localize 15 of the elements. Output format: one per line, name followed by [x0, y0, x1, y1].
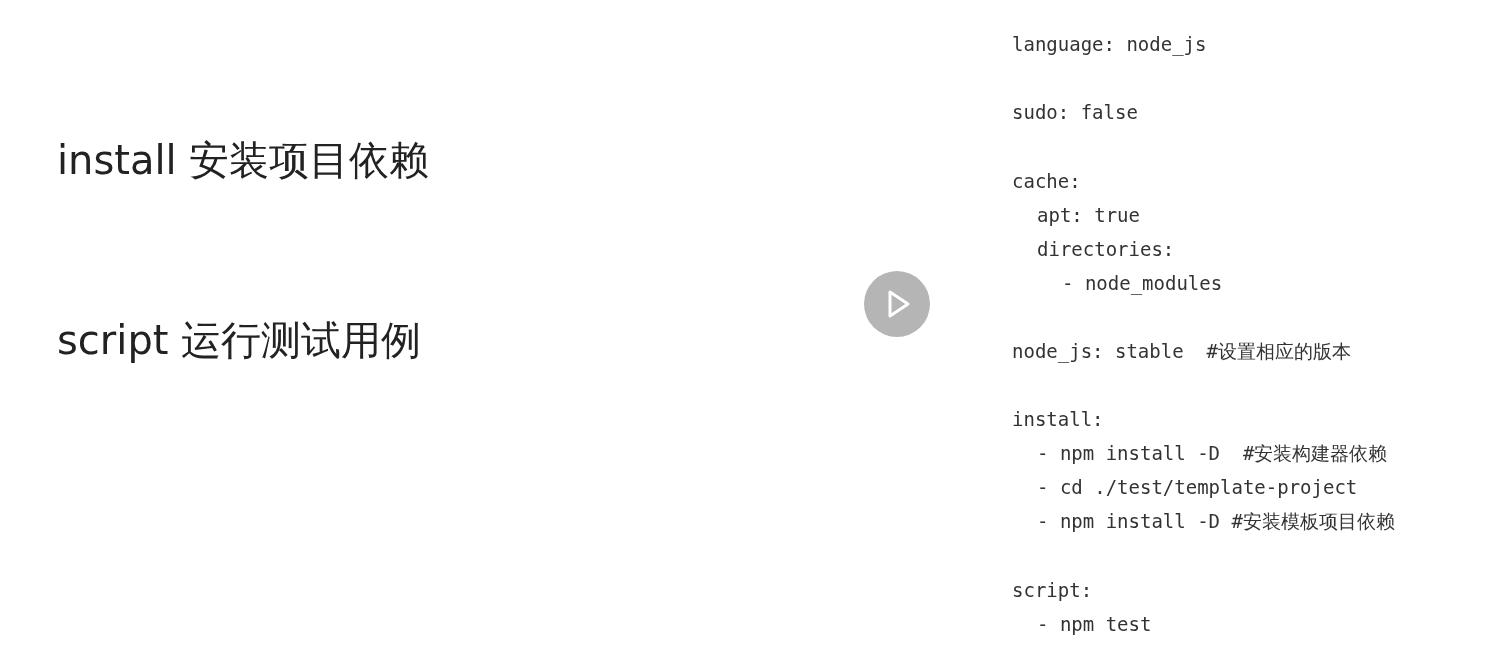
code-line: language: node_js: [1012, 32, 1207, 56]
code-line: cache:: [1012, 169, 1081, 193]
code-line: - npm install -D #安装模板项目依赖: [1037, 509, 1395, 533]
code-line: script:: [1012, 578, 1093, 602]
code-line: sudo: false: [1012, 100, 1138, 124]
slide-text: script 运行测试用例: [57, 317, 422, 363]
code-line: apt: true: [1037, 203, 1140, 227]
code-line: - node_modules: [1062, 271, 1223, 295]
code-line: install:: [1012, 407, 1104, 431]
code-line: - npm test: [1037, 612, 1152, 636]
code-line: directories:: [1037, 237, 1175, 261]
code-line: node_js: stable #设置相应的版本: [1012, 339, 1351, 363]
code-line: - cd ./test/template-project: [1037, 475, 1358, 499]
slide-text: install 安装项目依赖: [57, 137, 430, 183]
code-line: - npm install -D #安装构建器依赖: [1037, 441, 1388, 465]
